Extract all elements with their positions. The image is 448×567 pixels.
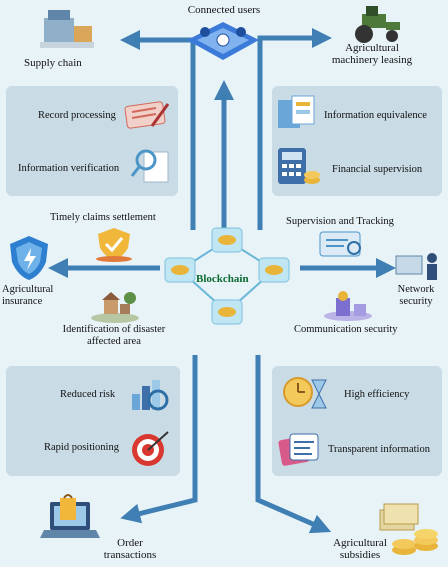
- supply-chain-icon: [40, 10, 94, 48]
- supply-chain-label: Supply chain: [24, 57, 82, 69]
- blockchain-hub-icon: [164, 227, 290, 325]
- reduced-risk-label: Reduced risk: [60, 389, 116, 400]
- monitoring-screen-icon: [319, 231, 361, 257]
- connected-users-icon: [187, 22, 259, 60]
- claims-shield-icon: [96, 228, 132, 262]
- calculator-coins-icon: [278, 148, 320, 184]
- information-equivalence-icon: [278, 95, 315, 128]
- arrow-to-order: [120, 355, 198, 524]
- rapid-positioning-label: Rapid positioning: [44, 442, 119, 453]
- communication-security-icon: [324, 291, 372, 321]
- insurance-label: Agricultural insurance: [2, 284, 54, 307]
- supervision-tracking-label: Supervision and Tracking: [286, 216, 394, 227]
- high-efficiency-label: High efficiency: [344, 389, 410, 400]
- record-processing-icon: [124, 101, 170, 129]
- arrow-to-subsidies: [255, 355, 332, 534]
- magnifier-document-icon: [130, 149, 169, 183]
- insurance-shield-icon: [10, 236, 48, 280]
- hub-label: Blockchain: [196, 273, 249, 285]
- subsidies-label: Agricultural subsidies: [333, 537, 387, 561]
- communication-security-label: Communication security: [294, 324, 398, 335]
- order-transactions-label: Order transactions: [103, 537, 157, 561]
- connected-users-label: Connected users: [187, 4, 261, 16]
- record-processing-label: Record processing: [38, 110, 116, 121]
- reduced-risk-icon: [132, 380, 169, 411]
- disaster-area-label: Identification of disaster affected area: [62, 324, 166, 347]
- laptop-shopping-icon: [40, 494, 100, 538]
- machinery-label: Agricultural machinery leasing: [331, 42, 413, 66]
- disaster-area-icon: [91, 292, 139, 323]
- financial-supervision-label: Financial supervision: [332, 164, 423, 175]
- tractor-icon: [355, 6, 400, 43]
- transparent-info-icon: [278, 433, 319, 466]
- arrow-to-machinery: [257, 28, 332, 230]
- target-icon: [132, 431, 169, 466]
- information-equivalence-label: Information equivalence: [324, 110, 427, 121]
- money-coins-icon: [379, 503, 438, 555]
- information-verification-label: Information verification: [18, 163, 120, 174]
- network-security-label: Network security: [397, 284, 435, 307]
- transparent-information-label: Transparent information: [328, 444, 430, 455]
- hourglass-clock-icon: [283, 377, 327, 409]
- arrow-to-supply-chain: [120, 30, 196, 230]
- network-security-icon: [395, 253, 437, 280]
- timely-claims-label: Timely claims settlement: [50, 212, 156, 223]
